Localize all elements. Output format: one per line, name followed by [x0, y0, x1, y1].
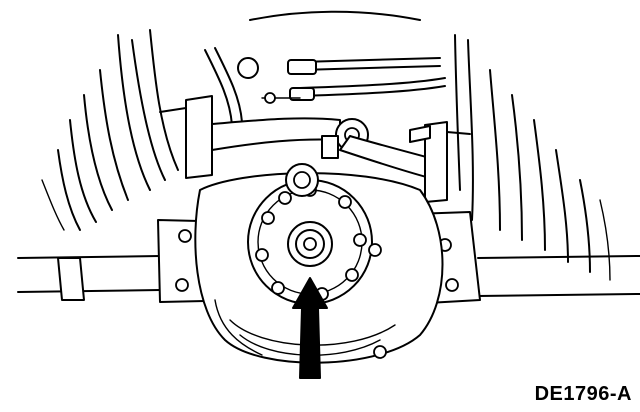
- arrow-up-icon: [292, 277, 328, 379]
- brake-lines: [204, 10, 446, 126]
- figure-id-label: DE1796-A: [534, 383, 632, 405]
- fitting-lower: [289, 87, 315, 101]
- left-frame-rail: [41, 29, 179, 231]
- differential-housing: [17, 163, 640, 364]
- fitting-upper: [287, 59, 317, 75]
- vent-fitting: [321, 135, 339, 159]
- fitting-left: [237, 57, 259, 79]
- upper-control-arms: [159, 95, 471, 203]
- right-frame-rail: [454, 34, 611, 281]
